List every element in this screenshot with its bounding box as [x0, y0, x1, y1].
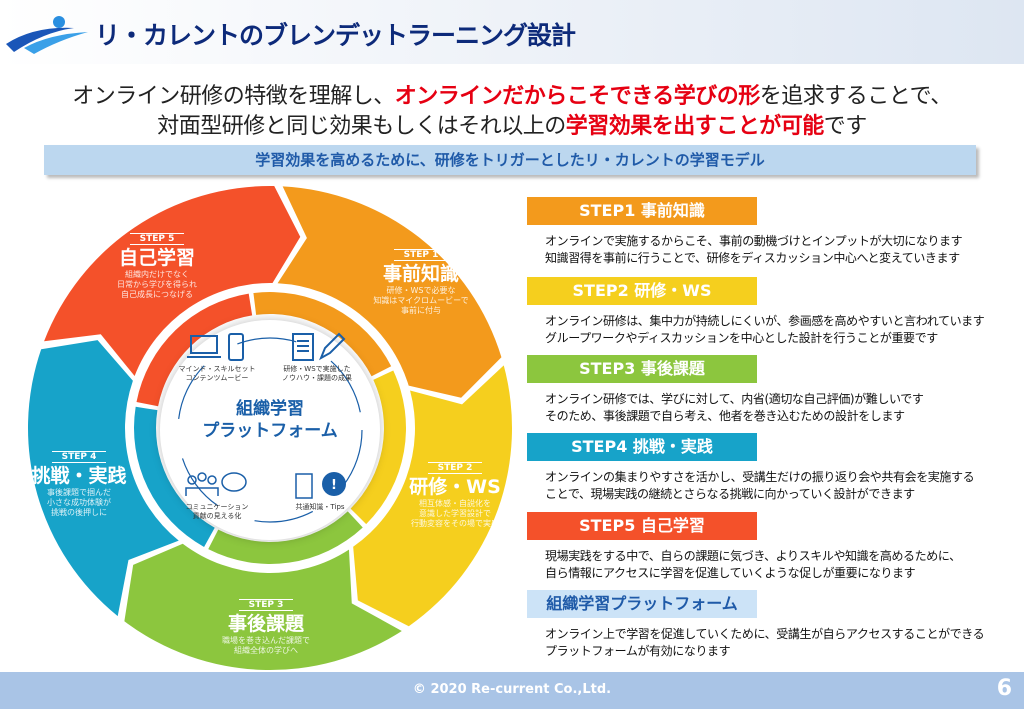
platform-title: 組織学習プラットフォーム: [202, 399, 338, 441]
platform-item-tips: ! 共通知識・Tips: [275, 470, 365, 512]
step-description-line: そのため、事後課題で自ら考え、他者を巻き込むための設計をします: [545, 409, 905, 423]
platform-item-movies: マインド・スキルセットコンテンツムービー: [172, 332, 262, 383]
lead-line-2: 対面型研修と同じ効果もしくはそれ以上の学習効果を出すことが可能です: [157, 114, 867, 139]
ring-segment-step2: [353, 365, 512, 627]
step-heading-1: STEP1 事前知識: [527, 197, 757, 225]
document-pencil-icon: [292, 332, 346, 361]
inner-ring-segment-step5: [136, 293, 253, 407]
step-description-line: オンライン上で学習を促進していくために、受講生が自らアクセスすることができる: [545, 627, 985, 641]
inner-ring-segment-step3: [208, 511, 363, 564]
ring-segment-step1: [277, 186, 502, 398]
step-heading-2: STEP2 研修・WS: [527, 277, 757, 305]
step-heading-4: STEP4 挑戦・実践: [527, 433, 757, 461]
book-head-icon: !: [295, 472, 346, 499]
step-description-line: ことで、現場実践の継続とさらなる挑戦に向かっていく設計ができます: [545, 487, 915, 501]
inner-ring-segment-step1: [253, 292, 392, 377]
copyright: © 2020 Re-current Co.,Ltd.: [412, 682, 612, 697]
ring-segment-step3: [124, 543, 402, 670]
step-description-line: 自ら情報にアクセスに学習を促進していくような促しが重要になります: [545, 566, 916, 580]
slide-footer: © 2020 Re-current Co.,Ltd. 6: [0, 672, 1024, 709]
svg-text:!: !: [331, 478, 337, 493]
step-description-line: グループワークやディスカッションを中心とした設計を行うことが重要です: [545, 331, 938, 345]
slide-title: リ・カレントのブレンデットラーニング設計: [95, 21, 576, 50]
inner-ring-segment-step4: [134, 406, 215, 547]
platform-item-knowhow: 研修・WSで実施したノウハウ・課題の成果: [272, 332, 362, 383]
step-heading-5: STEP5 自己学習: [527, 512, 757, 540]
people-chat-icon: [185, 472, 247, 496]
page-number: 6: [996, 676, 1012, 701]
platform-circle: マインド・スキルセットコンテンツムービー 研修・WSで実施したノウハウ・課題の成…: [160, 320, 380, 540]
model-banner: 学習効果を高めるために、研修をトリガーとしたリ・カレントの学習モデル: [44, 145, 976, 175]
platform-item-communication: コミュニケーション貢献の見える化: [172, 470, 262, 521]
ring-segment-step4: [27, 340, 179, 617]
learning-cycle-ring: [27, 186, 512, 670]
company-logo-icon: [6, 16, 88, 54]
step-heading-6: 組織学習プラットフォーム: [527, 590, 757, 618]
ring-segment-step5: [44, 186, 301, 377]
step-description-line: 知識習得を事前に行うことで、研修をディスカッション中心へと変えていきます: [545, 251, 960, 265]
step-description-line: オンラインの集まりやすさを活かし、受講生だけの振り返り会や共有会を実施する: [545, 470, 975, 484]
step-description-line: オンライン研修では、学びに対して、内省(適切な自己評価)が難しいです: [545, 392, 924, 406]
step-description-line: オンラインで実施するからこそ、事前の動機づけとインプットが大切になります: [545, 234, 963, 248]
platform-arc: [177, 337, 363, 523]
inner-ring-segment-step2: [350, 370, 407, 525]
step-description-line: 現場実践をする中で、自らの課題に気づき、よりスキルや知識を高めるために、: [545, 549, 961, 563]
laptop-phone-icon: [187, 333, 244, 361]
lead-line-1: オンライン研修の特徴を理解し、オンラインだからこそできる学びの形を追求することで…: [72, 84, 952, 109]
slide-header: リ・カレントのブレンデットラーニング設計: [0, 0, 1024, 64]
step-description-line: プラットフォームが有効になります: [545, 644, 731, 658]
step-description-line: オンライン研修は、集中力が持続しにくいが、参画感を高めやすいと言われています: [545, 314, 985, 328]
step-heading-3: STEP3 事後課題: [527, 355, 757, 383]
